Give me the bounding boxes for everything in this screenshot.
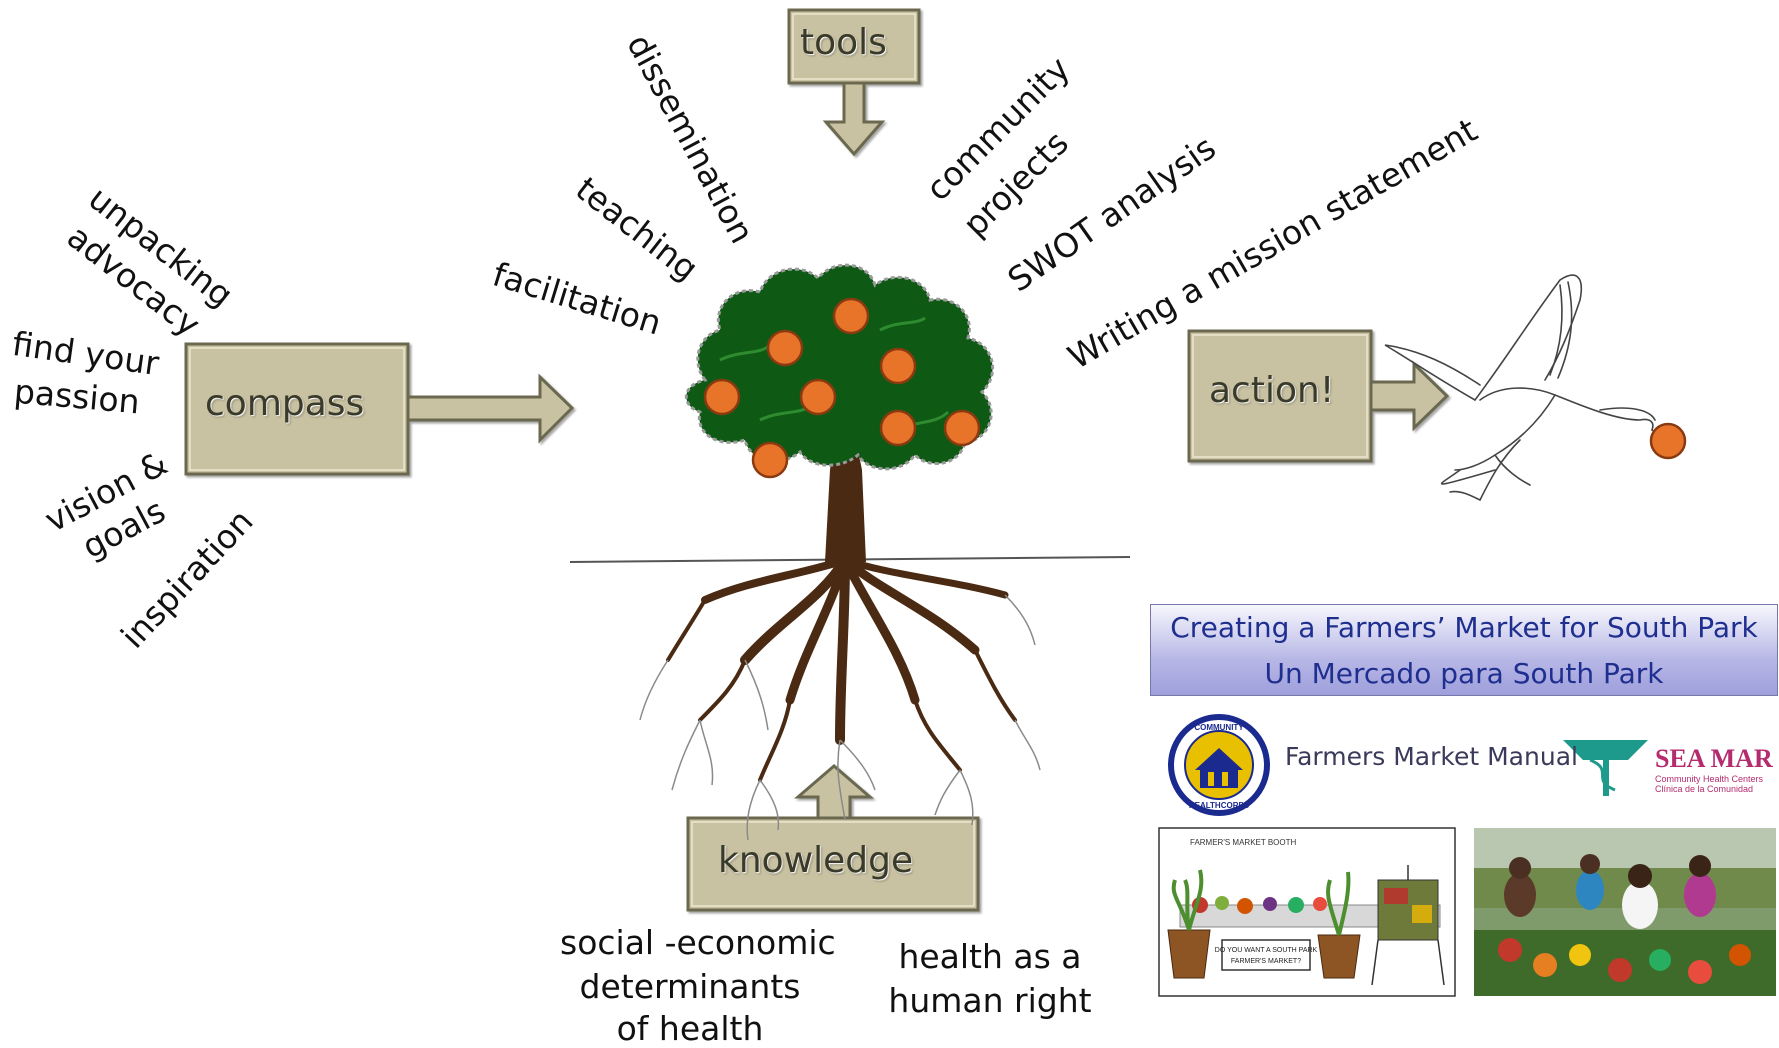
booth-illustration: [1158, 827, 1456, 997]
dove-illustration: [1384, 274, 1666, 502]
healthcorps-logo: [1168, 714, 1270, 816]
fruit: [943, 409, 981, 447]
booth-title: FARMER'S MARKET BOOTH: [1190, 838, 1297, 847]
tree-roots: [666, 555, 1017, 782]
fruit: [879, 347, 917, 385]
knowledge-item-health-as-a: health as a: [898, 937, 1082, 976]
market-photo: [1474, 828, 1776, 996]
seamar-text-block: SEA MAR Community Health Centers Clínica…: [1655, 744, 1773, 794]
banner-line-2: Un Mercado para South Park: [1264, 657, 1664, 690]
tools-label: tools: [800, 22, 887, 63]
healthcorps-bottom-text: HEALTHCORPS: [1189, 801, 1250, 810]
knowledge-label: knowledge: [718, 840, 914, 881]
knowledge-item-determinants: determinants: [579, 967, 801, 1006]
knowledge-box: [686, 764, 980, 912]
knowledge-item-socio-economic: social -economic: [560, 923, 836, 962]
seamar-name: SEA MAR: [1655, 744, 1773, 773]
action-label: action!: [1209, 370, 1335, 411]
dove-fruit: [1649, 422, 1687, 460]
healthcorps-top-text: COMMUNITY: [1194, 723, 1244, 732]
booth-sign-line2: FARMER'S MARKET?: [1231, 958, 1301, 965]
fruit: [832, 297, 870, 335]
compass-label: compass: [205, 383, 365, 424]
tools-box: [787, 8, 921, 157]
tree-foliage: [684, 263, 995, 471]
banner-line-1: Creating a Farmers’ Market for South Par…: [1170, 611, 1758, 644]
manual-banner: Creating a Farmers’ Market for South Par…: [1150, 604, 1778, 696]
seamar-sub-2: Clínica de la Comunidad: [1655, 784, 1754, 794]
fruit: [879, 409, 917, 447]
tree-rootlets: [639, 594, 1041, 841]
fruit: [703, 378, 741, 416]
booth-sign-line1: DO YOU WANT A SOUTH PARK: [1215, 947, 1318, 954]
knowledge-item-human-right: human right: [888, 981, 1092, 1020]
fruit: [751, 441, 789, 479]
knowledge-item-of-health: of health: [616, 1009, 764, 1048]
manual-title: Farmers Market Manual: [1285, 742, 1578, 771]
action-box: [1187, 329, 1450, 463]
compass-box: [184, 342, 575, 476]
fruit: [799, 378, 837, 416]
seamar-logo: [1563, 740, 1648, 796]
fruit: [766, 329, 804, 367]
seamar-sub-1: Community Health Centers: [1655, 774, 1764, 784]
tree-fruits: [703, 297, 981, 479]
